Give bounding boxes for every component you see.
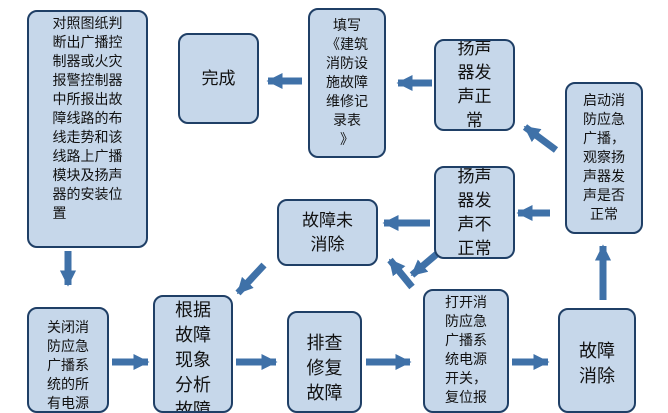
inspect-repair-text: 排查 修复 故障 [306, 333, 343, 404]
inspect-repair-box: 排查 修复 故障 [287, 311, 362, 413]
analyze-fault-text: 根据 故障 现象 分析 故障 [175, 300, 211, 413]
speaker-abnormal-text: 扬声 器发 声不 正常 [457, 166, 492, 259]
arrow-not-cleared-to-analyze [235, 262, 267, 296]
fault-not-cleared-text: 故障未 消除 [302, 210, 353, 255]
speaker-normal-box: 扬声 器发 声正 常 [434, 39, 515, 131]
arrow-power-on-to-not-cleared [387, 257, 415, 290]
fill-record-box: 填写 《建筑 消防设 施故障 维修记 录表 》 [308, 8, 386, 158]
flowchart-arrows [59, 72, 612, 371]
arrow-start-to-speaker-normal [522, 124, 559, 153]
speaker-normal-text: 扬声 器发 声正 常 [457, 39, 492, 131]
analyze-fault-box: 根据 故障 现象 分析 故障 [153, 295, 233, 413]
power-on-text: 打开消 防应急 广播系 统电源 开关， 复位报 [445, 295, 487, 406]
start-broadcast-text: 启动消 防应急 广播， 观察扬 声器发 声是否 正常 [583, 92, 625, 223]
fill-record-text: 填写 《建筑 消防设 施故障 维修记 录表 》 [326, 17, 368, 148]
arrow-abnormal-to-power-on [409, 250, 441, 278]
power-on-box: 打开消 防应急 广播系 统电源 开关， 复位报 [423, 289, 509, 413]
complete-box: 完成 [178, 33, 259, 124]
speaker-abnormal-box: 扬声 器发 声不 正常 [434, 166, 515, 259]
fault-cleared-box: 故障 消除 [558, 308, 636, 413]
check-drawings-text: 对照图纸判 断出广播控 制器或火灾 报警控制器 中所报出故 障线路的布 线走势和… [52, 16, 123, 222]
close-power-box: 关闭消 防应急 广播系 统的所 有电源 [27, 307, 109, 413]
complete-text: 完成 [201, 68, 236, 89]
start-broadcast-box: 启动消 防应急 广播， 观察扬 声器发 声是否 正常 [565, 82, 643, 234]
fault-not-cleared-box: 故障未 消除 [277, 199, 378, 266]
close-power-text: 关闭消 防应急 广播系 统的所 有电源 [47, 320, 89, 412]
check-drawings-box: 对照图纸判 断出广播控 制器或火灾 报警控制器 中所报出故 障线路的布 线走势和… [27, 10, 148, 248]
fault-cleared-text: 故障 消除 [579, 340, 615, 387]
